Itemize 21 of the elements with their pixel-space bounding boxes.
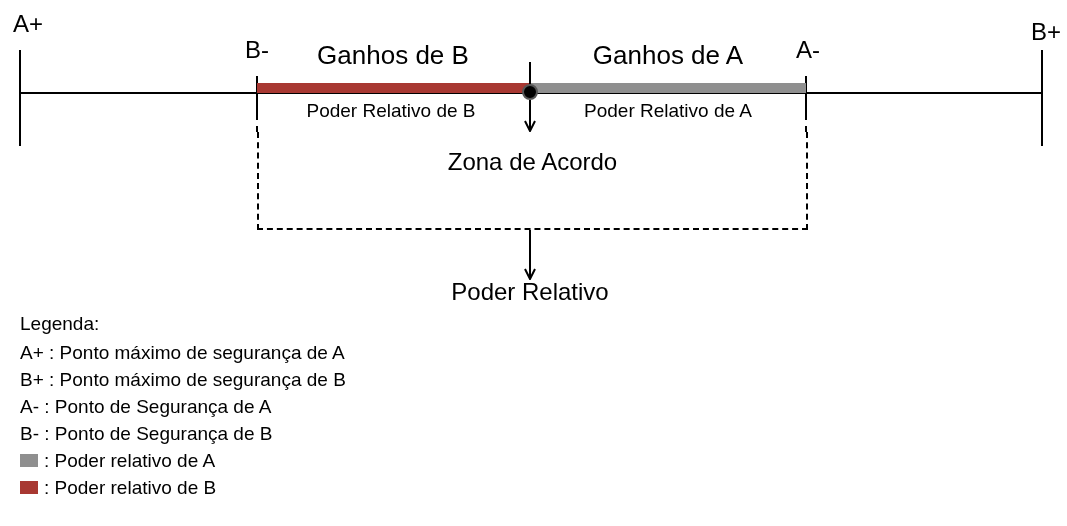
legend-title: Legenda: bbox=[20, 314, 100, 333]
point-label: B+ bbox=[1031, 20, 1061, 44]
legend-entry: A- : Ponto de Segurança de A bbox=[20, 397, 272, 416]
point-label: A+ bbox=[13, 12, 44, 36]
legend-entry: : Poder relativo de A bbox=[44, 451, 216, 470]
legend-entry: A+ : Ponto máximo de segurança de A bbox=[20, 343, 345, 362]
legend-entry: : Poder relativo de B bbox=[44, 478, 217, 497]
dashed-bracket bbox=[257, 132, 808, 230]
arrow bbox=[524, 99, 536, 132]
result-label: Poder Relativo bbox=[451, 280, 609, 304]
arrow bbox=[524, 229, 536, 280]
zone-label: Zona de Acordo bbox=[447, 150, 618, 174]
gain-label: Ganhos de B bbox=[317, 42, 469, 68]
range-label: Poder Relativo de A bbox=[584, 101, 752, 120]
legend-entry: B+ : Ponto máximo de segurança de B bbox=[20, 370, 346, 389]
gain-label: Ganhos de A bbox=[592, 42, 744, 68]
point-marker bbox=[522, 84, 538, 100]
range-label: Poder Relativo de B bbox=[306, 101, 476, 120]
legend-entry: B- : Ponto de Segurança de B bbox=[20, 424, 273, 443]
point-label: B- bbox=[245, 38, 269, 62]
point-label: A- bbox=[796, 38, 820, 62]
